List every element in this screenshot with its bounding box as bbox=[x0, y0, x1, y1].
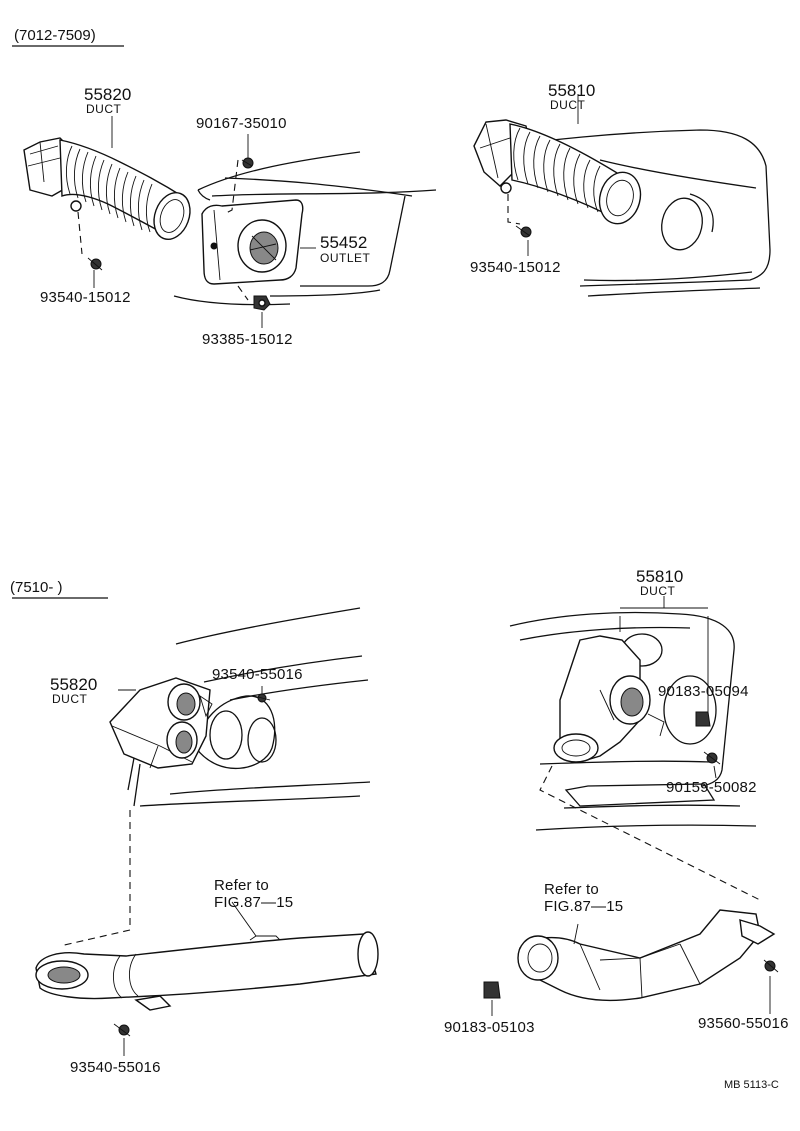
bottom-right-screw-lower-number: 93560-55016 bbox=[698, 1015, 789, 1032]
bottom-right-nut-90183-05103 bbox=[483, 981, 501, 1016]
bottom-right-dashed-guide bbox=[539, 765, 761, 901]
bottom-left-screw-93540-55016-lower bbox=[113, 1023, 131, 1056]
top-screw-upper-number: 90167-35010 bbox=[196, 115, 287, 132]
top-right-duct-name: DUCT bbox=[550, 98, 586, 112]
bottom-right-nut-upper-number: 90183-05094 bbox=[658, 683, 749, 700]
top-left-duct-number: 55820 bbox=[84, 85, 132, 104]
bottom-right-duct-number: 55810 bbox=[636, 567, 684, 586]
top-left-leaders bbox=[93, 116, 316, 328]
bottom-right-refer-line2: FIG.87—15 bbox=[544, 898, 624, 915]
bottom-right-refer-line1: Refer to bbox=[544, 881, 599, 898]
bottom-left-duct-name: DUCT bbox=[52, 692, 88, 706]
top-bolt-93385-15012 bbox=[237, 285, 271, 311]
bottom-right-screw-mid-number: 90159-50082 bbox=[666, 779, 757, 796]
top-right-screw-93540-15012 bbox=[507, 94, 579, 256]
top-outlet-number: 55452 bbox=[320, 233, 368, 252]
top-outlet-55452 bbox=[201, 199, 304, 285]
top-right-duct-number: 55810 bbox=[548, 81, 596, 100]
bottom-right-duct-name: DUCT bbox=[640, 584, 676, 598]
top-left-duct-name: DUCT bbox=[86, 102, 122, 116]
top-left-duct-55820 bbox=[23, 137, 191, 240]
top-screw-left-number: 93540-15012 bbox=[40, 289, 131, 306]
bottom-right-lower-duct bbox=[517, 909, 776, 1002]
top-section-range: (7012-7509) bbox=[14, 27, 96, 44]
bottom-left-screw-93540-55016-upper bbox=[118, 686, 271, 703]
top-outlet-name: OUTLET bbox=[320, 251, 371, 265]
bottom-left-screw-upper-number: 93540-55016 bbox=[212, 666, 303, 683]
bottom-right-duct-55810 bbox=[553, 596, 709, 763]
bottom-left-duct-number: 55820 bbox=[50, 675, 98, 694]
bottom-right-screw-93560-55016 bbox=[763, 959, 779, 1014]
bottom-right-panel-outline bbox=[509, 611, 757, 831]
bottom-left-screw-lower-number: 93540-55016 bbox=[70, 1059, 161, 1076]
bottom-left-dashed-guide bbox=[59, 810, 131, 947]
bottom-left-refer-line2: FIG.87—15 bbox=[214, 894, 294, 911]
bottom-left-lower-duct bbox=[35, 901, 379, 1011]
top-left-panel-outline bbox=[173, 151, 437, 306]
bottom-section-range: (7510- ) bbox=[10, 579, 63, 596]
bottom-left-panel-outline bbox=[139, 607, 371, 807]
top-right-duct-55810 bbox=[473, 119, 642, 225]
bottom-left-refer-line1: Refer to bbox=[214, 877, 269, 894]
bottom-left-duct-55820 bbox=[109, 677, 213, 807]
bottom-right-nut-lower-number: 90183-05103 bbox=[444, 1019, 535, 1036]
drawing-code: MB 5113-C bbox=[724, 1079, 779, 1091]
top-screw-93540-15012-left bbox=[77, 211, 103, 271]
top-screw-90167-35010 bbox=[223, 157, 254, 215]
top-right-screw-number: 93540-15012 bbox=[470, 259, 561, 276]
top-right-panel-outline bbox=[479, 129, 771, 297]
bottom-right-screw-90159-50082 bbox=[703, 751, 721, 779]
top-bolt-lower-number: 93385-15012 bbox=[202, 331, 293, 348]
bottom-right-nut-90183-05094 bbox=[695, 700, 711, 727]
